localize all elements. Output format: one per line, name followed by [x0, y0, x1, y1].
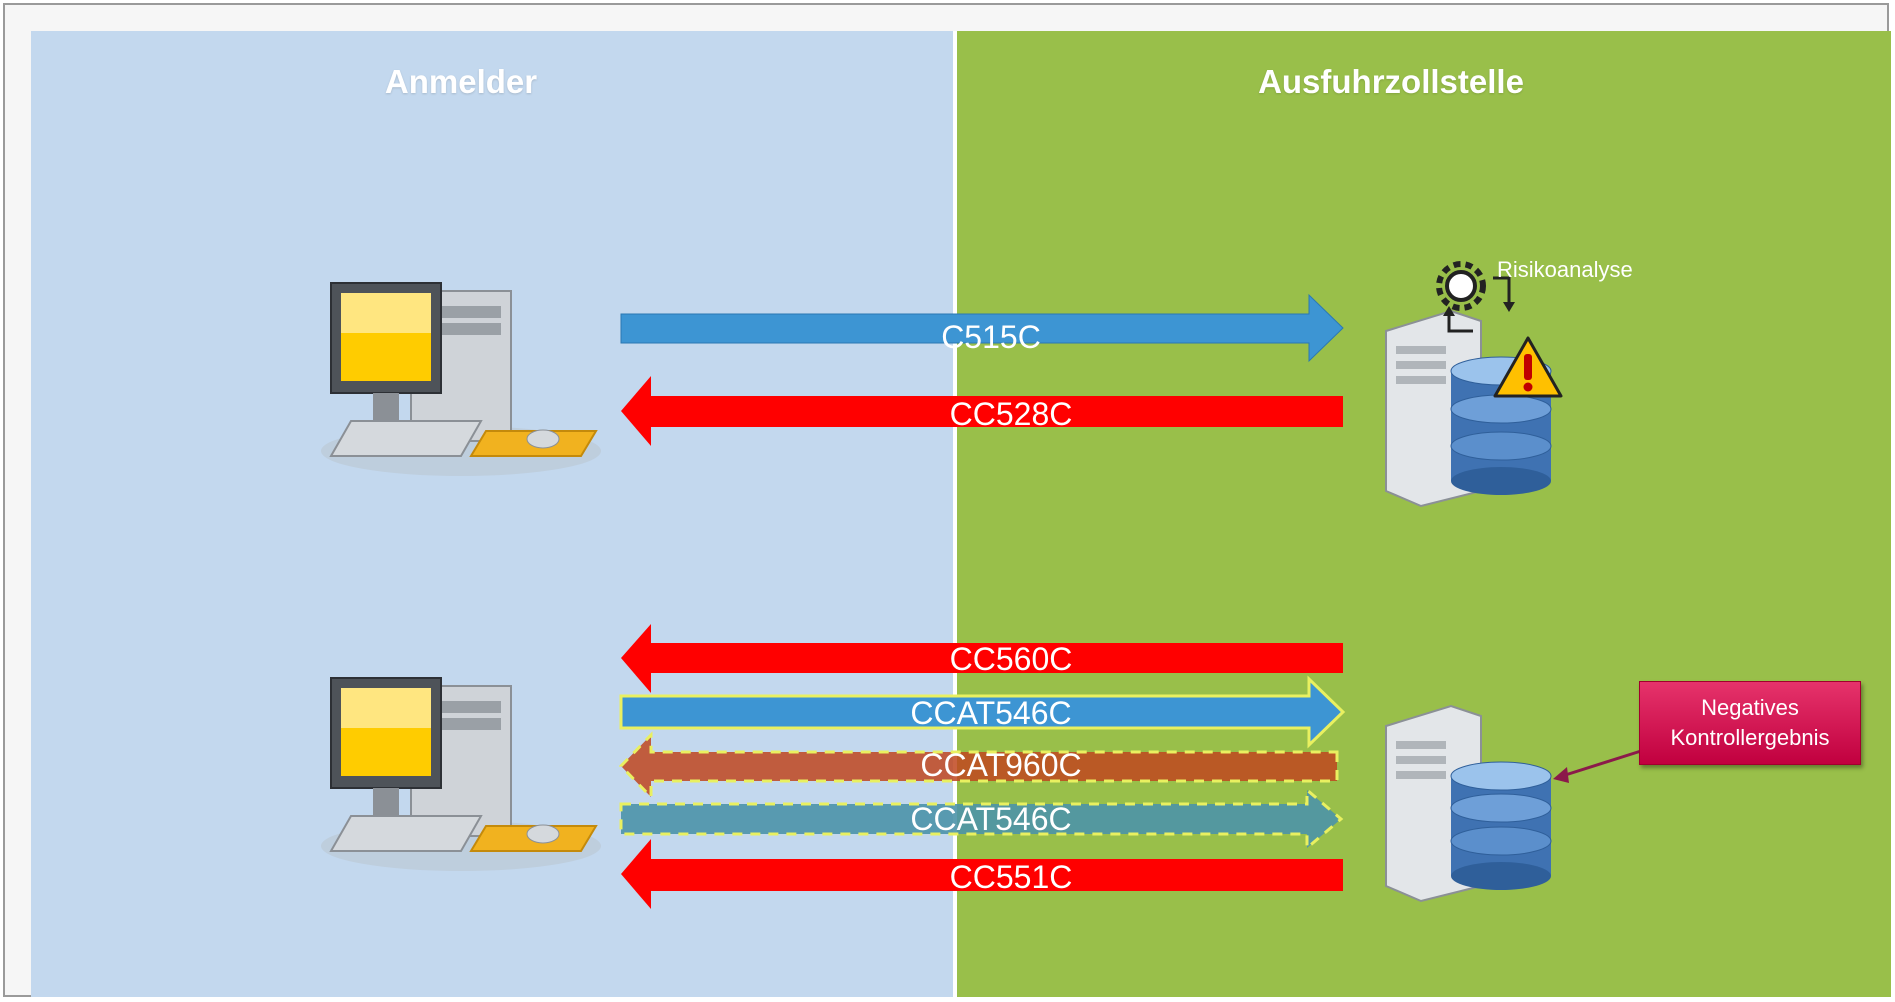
- result-line-1: Negatives: [1701, 695, 1799, 720]
- label-cc560c: CC560C: [949, 641, 1073, 677]
- arrow-ccat546c-2: [619, 786, 1344, 852]
- lane-title-right: Ausfuhrzollstelle: [1258, 63, 1524, 100]
- result-connector-arrowhead: [1553, 767, 1569, 783]
- arrow-cc551c: [621, 839, 1343, 909]
- desktop-computer-icon: [321, 677, 601, 871]
- database-icon: [1450, 761, 1552, 890]
- lane-divider: [953, 31, 957, 997]
- risk-analysis-label: Risikoanalyse: [1497, 257, 1633, 282]
- result-connector: [1558, 749, 1642, 779]
- gear-icon: [1436, 261, 1515, 333]
- label-ccat546c-2: CCAT546C: [910, 801, 1072, 837]
- arrow-cc560c: [621, 624, 1343, 693]
- label-ccat960c: CCAT960C: [920, 747, 1082, 783]
- arrow-cc528c: [621, 376, 1343, 446]
- desktop-computer-icon: [321, 282, 601, 476]
- warning-icon: [1493, 336, 1563, 398]
- diagram-frame: Anmelder Ausfuhrzollstelle C515C CC528C …: [3, 3, 1891, 997]
- lane-title-left: Anmelder: [384, 63, 538, 100]
- arrow-ccat960c: [618, 731, 1339, 801]
- result-line-2: Kontrollergebnis: [1670, 725, 1830, 750]
- label-cc551c: CC551C: [949, 859, 1073, 895]
- server-database-icon: [1385, 704, 1552, 903]
- message-arrows: [618, 293, 1642, 909]
- label-c515c: C515C: [941, 319, 1041, 355]
- negative-result-box: Negatives Kontrollergebnis: [1639, 681, 1861, 765]
- label-ccat546c-1: CCAT546C: [910, 695, 1072, 731]
- diagram-stage: Anmelder Ausfuhrzollstelle C515C CC528C …: [31, 31, 1891, 997]
- arrow-ccat546c-1: [619, 675, 1346, 749]
- label-cc528c: CC528C: [949, 396, 1073, 432]
- arrow-c515c: [620, 293, 1344, 363]
